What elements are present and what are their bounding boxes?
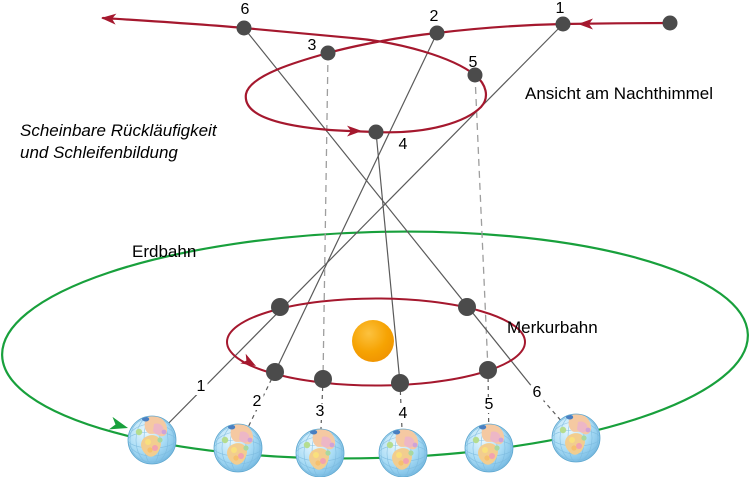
earth-globe-icon-3 <box>296 429 344 477</box>
earth-orbit-ellipse <box>1 230 749 460</box>
earth-globe-icon-2 <box>214 424 262 472</box>
apparent-path-loop-arrow-icon <box>347 125 362 137</box>
mercury-dot-6 <box>458 298 476 316</box>
mercury-dot-2 <box>266 363 284 381</box>
earth-position-label-1: 1 <box>194 378 208 395</box>
sky-dot-3 <box>320 45 336 61</box>
sky-dot-2 <box>429 25 445 41</box>
sun-icon <box>352 320 394 362</box>
earth-position-label-5: 5 <box>482 396 496 413</box>
sight-line-4-upper <box>375 131 401 384</box>
mercury-dot-4 <box>391 374 409 392</box>
earth-orbit-label: Erdbahn <box>132 242 197 261</box>
apparent-path-start-arrow-icon <box>578 18 593 30</box>
diagram-caption: Scheinbare Rückläufigkeit und Schleifenb… <box>20 120 217 164</box>
sky-dot-4 <box>368 124 384 140</box>
earth-globe-icon-4 <box>379 429 427 477</box>
earth-globe-icon-6 <box>552 414 600 462</box>
sight-line-2-lower <box>237 371 276 449</box>
sky-position-label-3: 3 <box>307 37 317 54</box>
earth-globe-icon-1 <box>128 416 176 464</box>
sight-line-2-upper <box>274 32 438 373</box>
apparent-path-end-arrow-icon <box>101 13 117 25</box>
sky-dot-start <box>662 15 678 31</box>
sight-line-6-upper <box>243 27 538 394</box>
sky-dot-5 <box>467 67 483 83</box>
mercury-orbit-label: Merkurbahn <box>507 318 598 337</box>
earth-position-label-2: 2 <box>250 393 264 410</box>
sky-position-label-6: 6 <box>240 1 250 18</box>
mercury-dot-5 <box>479 361 497 379</box>
earth-orbit-direction-arrow-icon <box>108 416 128 430</box>
earth-position-label-3: 3 <box>313 403 327 420</box>
mercury-orbit-ellipse <box>226 297 526 387</box>
earth-globe-icon-5 <box>465 424 513 472</box>
sky-position-label-2: 2 <box>429 8 439 25</box>
sky-dot-6 <box>236 20 252 36</box>
sky-dot-1 <box>555 16 571 32</box>
sight-line-1 <box>151 23 564 441</box>
sky-position-label-1: 1 <box>555 0 565 17</box>
sky-view-label: Ansicht am Nachthimmel <box>525 84 714 103</box>
caption-line-1: Scheinbare Rückläufigkeit <box>20 121 217 140</box>
mercury-orbit-direction-arrow-icon <box>240 353 256 366</box>
sight-line-3-upper <box>322 52 329 380</box>
earth-position-label-6: 6 <box>530 384 544 401</box>
apparent-path-curve <box>101 16 672 134</box>
caption-line-2: und Schleifenbildung <box>20 143 178 162</box>
mercury-dot-1 <box>271 298 289 316</box>
sky-position-label-4: 4 <box>398 136 408 153</box>
sky-position-label-5: 5 <box>468 54 478 71</box>
sight-line-5-upper <box>474 74 489 371</box>
earth-position-label-4: 4 <box>396 405 410 422</box>
mercury-dot-3 <box>314 370 332 388</box>
